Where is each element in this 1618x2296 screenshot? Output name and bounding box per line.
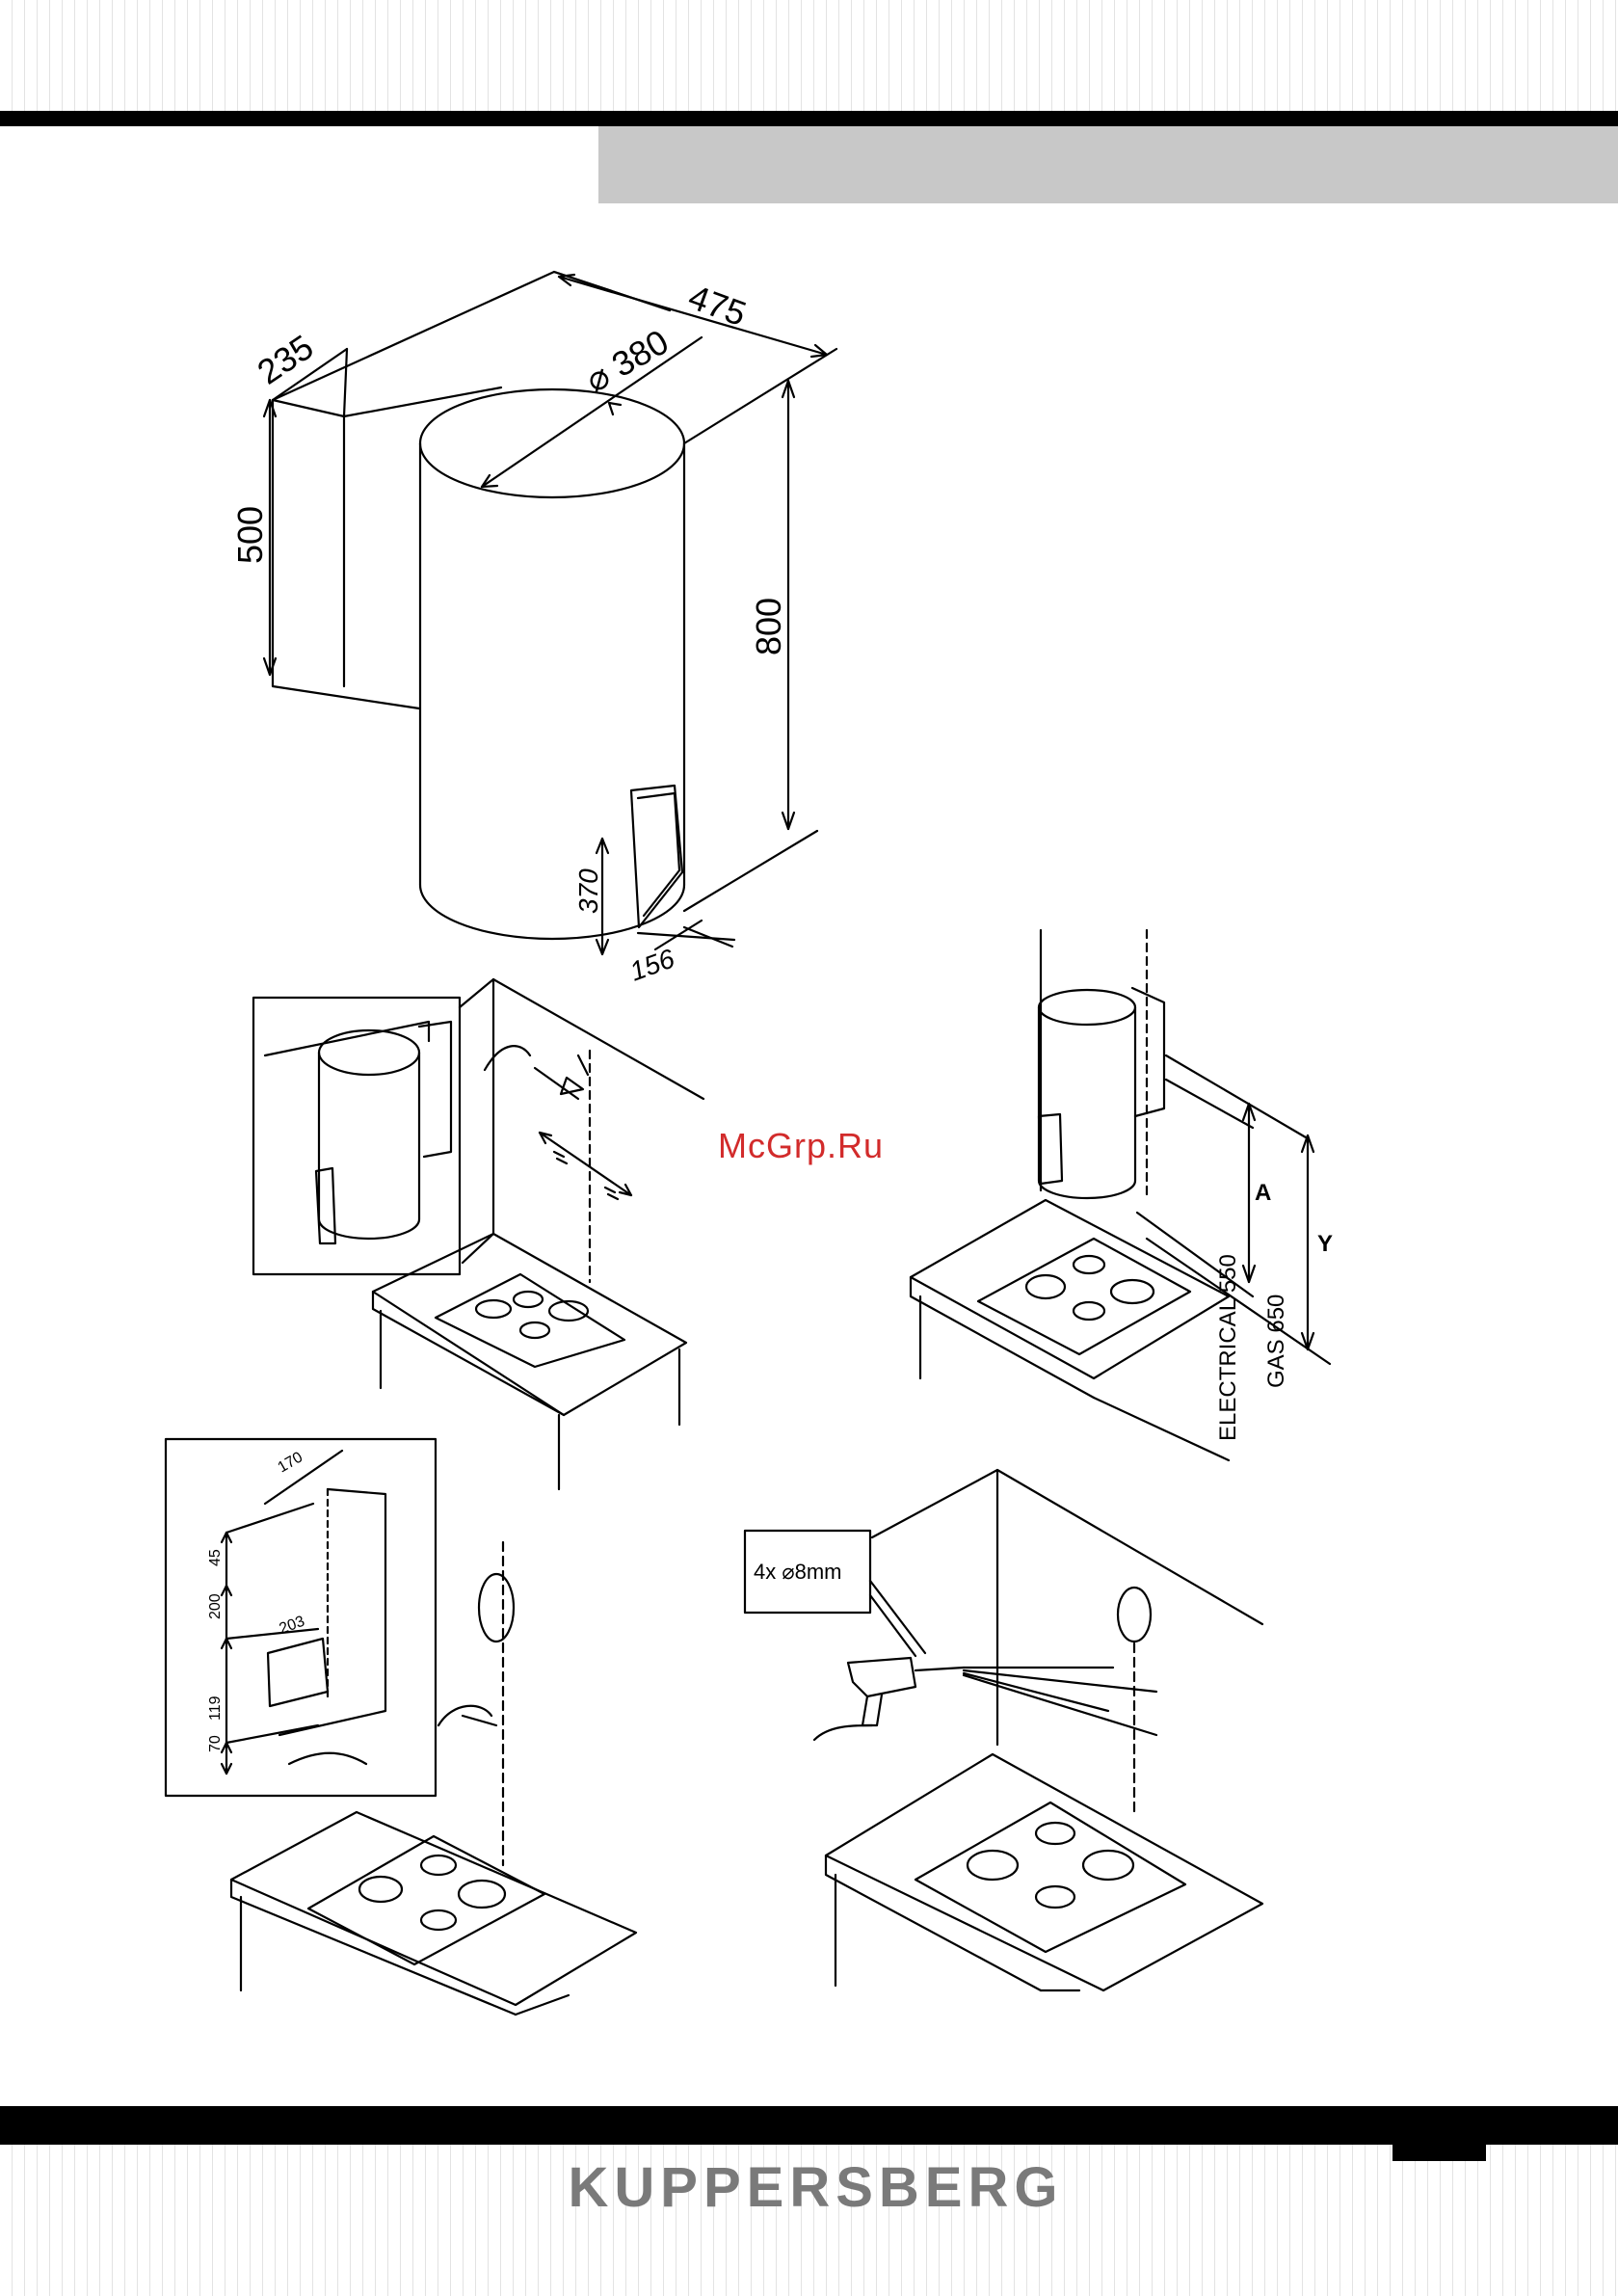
dim-door-height-label: 370 xyxy=(573,868,603,914)
dim-total-height-label: 800 xyxy=(749,598,788,655)
gas-distance-label: GAS 650 xyxy=(1263,1295,1289,1388)
template-45-label: 45 xyxy=(207,1549,224,1566)
dim-door-width-label: 156 xyxy=(625,943,678,986)
template-width-label: 170 xyxy=(276,1449,306,1476)
template-203-label: 203 xyxy=(278,1614,307,1638)
watermark: McGrp.Ru xyxy=(718,1126,884,1166)
drilling-drawing xyxy=(745,1470,1262,1990)
dim-width-label: 475 xyxy=(683,277,751,334)
bottom-rule xyxy=(0,2106,1618,2145)
template-drawing xyxy=(166,1439,636,2015)
marking-wall-drawing xyxy=(253,979,703,1489)
brand-logo-text: KUPPERSBERG xyxy=(0,2155,1618,2220)
dim-a-label: A xyxy=(1255,1180,1271,1206)
template-70-label: 70 xyxy=(207,1735,224,1752)
dim-wall-height-label: 500 xyxy=(230,506,270,564)
electrical-distance-label: ELECTRICAL 550 xyxy=(1215,1254,1241,1441)
drill-spec-label: 4x ⌀8mm xyxy=(754,1560,841,1584)
template-119-label: 119 xyxy=(207,1695,224,1721)
template-200-label: 200 xyxy=(207,1593,224,1619)
dim-y-label: Y xyxy=(1317,1231,1333,1257)
